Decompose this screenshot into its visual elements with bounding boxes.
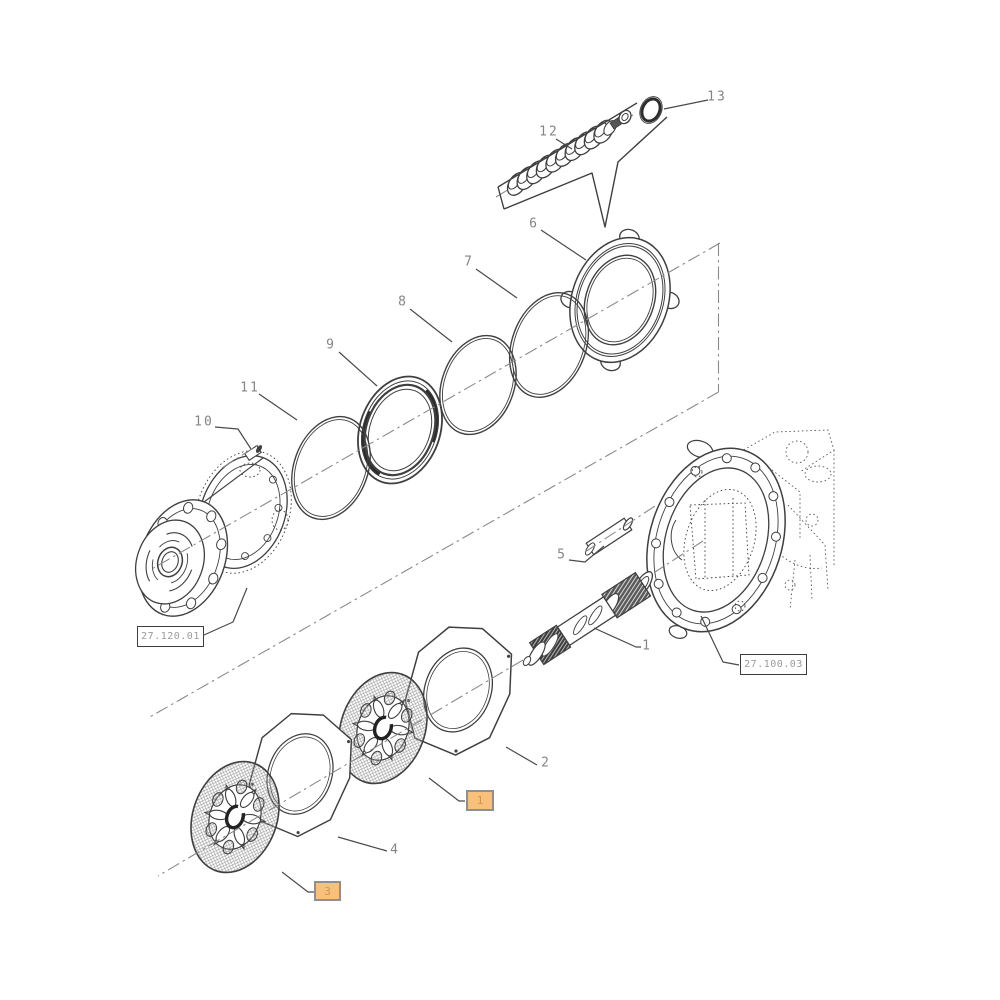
retaining-bolt [603, 109, 632, 136]
highlighted-callout-1[interactable]: 1 [466, 790, 494, 811]
dowel-pin-10 [244, 444, 263, 462]
o-ring-11 [291, 415, 371, 521]
callout-4: 4 [390, 842, 400, 858]
callout-6: 6 [529, 216, 539, 232]
brake-cover [560, 228, 680, 372]
callout-2: 2 [541, 755, 551, 771]
o-ring-7 [508, 292, 590, 398]
group-bracket [497, 102, 668, 228]
callout-9: 9 [326, 337, 336, 353]
reference-link-27-100-03[interactable]: 27.100.03 [740, 654, 807, 675]
reference-link-27-120-01[interactable]: 27.120.01 [137, 626, 204, 647]
callout-11: 11 [240, 380, 260, 396]
callout-12: 12 [539, 124, 559, 140]
drive-shaft [522, 571, 654, 667]
spring-washer-stack [495, 102, 668, 228]
callout-5: 5 [557, 547, 567, 563]
center-lines [147, 242, 721, 877]
callout-13: 13 [707, 89, 727, 105]
callout-1: 1 [642, 638, 652, 654]
callout-8: 8 [398, 294, 408, 310]
callout-7: 7 [464, 254, 474, 270]
callout-10: 10 [194, 414, 214, 430]
leader-lines [203, 99, 740, 893]
axle-housing [646, 439, 786, 639]
snap-ring-13 [639, 96, 663, 124]
hub-assembly [135, 450, 292, 617]
o-ring-8 [439, 334, 517, 436]
highlighted-callout-3[interactable]: 3 [314, 881, 341, 901]
seal-ring-9 [357, 375, 443, 485]
